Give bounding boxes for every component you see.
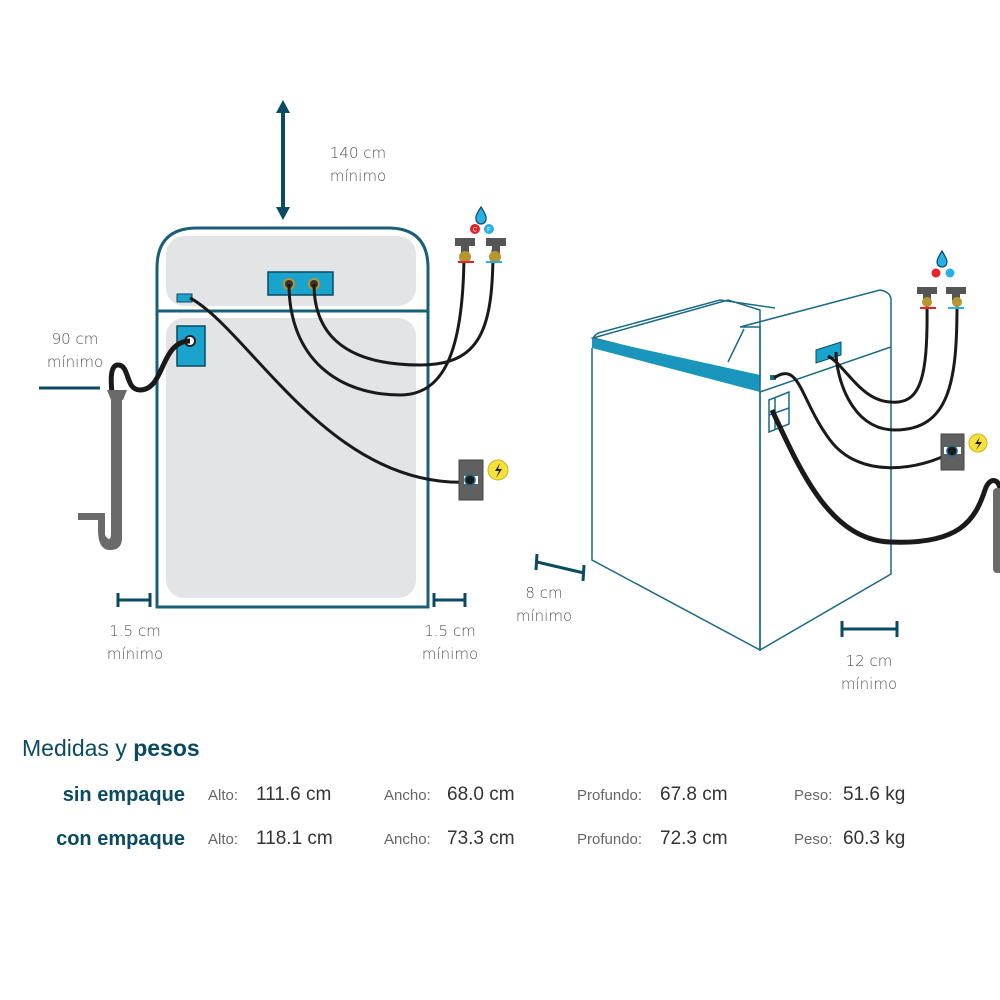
drain-hose <box>108 338 191 396</box>
back-left-value: 8 cm <box>525 584 563 602</box>
alto-key: Alto: <box>208 787 239 804</box>
water-inlet-connector-3d <box>815 341 842 364</box>
washer-front-face <box>591 348 761 652</box>
hot-water-hose-3d <box>827 304 929 404</box>
peso-value: 60.3 kg <box>843 828 906 849</box>
power-cord-exit <box>176 293 193 303</box>
back-left-clearance-marker <box>534 553 586 582</box>
drain-height-value: 90 cm <box>51 330 99 348</box>
alto-value: 111.6 cm <box>256 784 332 805</box>
power-cord-3d <box>773 372 953 470</box>
drain-standpipe <box>78 390 127 550</box>
ancho-key: Ancho: <box>384 831 431 848</box>
back-right-note: mínimo <box>840 675 898 693</box>
perspective-view <box>534 249 1000 652</box>
front-view: C F <box>39 100 509 609</box>
cold-water-hose-3d <box>834 304 959 432</box>
cold-letter: F <box>487 228 491 234</box>
top-clearance-value: 140 cm <box>329 144 387 162</box>
power-outlet <box>458 459 484 501</box>
back-left-note: mínimo <box>515 607 573 625</box>
top-clearance-arrow <box>276 100 290 220</box>
power-cord <box>189 296 471 484</box>
row-name: sin empaque <box>62 784 185 806</box>
peso-key: Peso: <box>794 831 833 848</box>
water-inlet-connector <box>267 271 334 296</box>
back-left-label: 8 cm mínimo <box>504 582 584 628</box>
title-bold: pesos <box>133 735 200 761</box>
ancho-value: 68.0 cm <box>447 784 515 805</box>
ancho-value: 73.3 cm <box>447 828 515 849</box>
title-light: Medidas y <box>22 735 127 761</box>
hot-faucet <box>455 238 475 263</box>
power-outlet-3d <box>940 433 965 471</box>
peso-value: 51.6 kg <box>843 784 906 805</box>
cold-indicator-3d <box>945 268 955 278</box>
right-side-value: 1.5 cm <box>424 622 476 640</box>
right-clearance-marker <box>432 593 467 607</box>
hot-letter: C <box>473 228 478 234</box>
alto-value: 118.1 cm <box>256 828 333 849</box>
accent-band <box>592 338 760 392</box>
back-right-label: 12 cm mínimo <box>829 650 909 696</box>
back-right-value: 12 cm <box>845 652 893 670</box>
drain-height-label: 90 cm mínimo <box>35 328 115 374</box>
row-name: con empaque <box>56 828 185 850</box>
cold-faucet-3d <box>946 287 966 309</box>
hot-faucet-3d <box>917 287 937 309</box>
left-clearance-marker <box>116 593 152 607</box>
cold-water-hose <box>312 249 495 367</box>
hot-water-hose <box>287 249 466 397</box>
control-panel <box>166 236 416 306</box>
installation-diagram: C F <box>39 100 1000 652</box>
hot-indicator <box>470 224 480 234</box>
washer-back-panel <box>727 289 892 393</box>
washer-lid <box>592 299 776 339</box>
table-row: con empaque Alto: 118.1 cm Ancho: 73.3 c… <box>0 826 1000 856</box>
water-drop-icon <box>475 205 487 225</box>
back-right-clearance-marker <box>840 621 899 637</box>
hot-indicator-3d <box>931 268 941 278</box>
top-clearance-note: mínimo <box>329 167 387 185</box>
profundo-key: Profundo: <box>577 831 643 848</box>
top-clearance-label: 140 cm mínimo <box>318 142 398 188</box>
drain-hose-3d <box>769 408 1000 545</box>
drain-height-note: mínimo <box>46 353 104 371</box>
ancho-key: Ancho: <box>384 787 431 804</box>
lightning-icon <box>487 459 509 481</box>
cold-faucet <box>486 238 506 263</box>
washer-side-face <box>759 347 892 652</box>
left-side-note: mínimo <box>106 645 164 663</box>
right-side-label: 1.5 cm mínimo <box>410 620 490 666</box>
drain-outlet <box>176 325 206 367</box>
left-side-label: 1.5 cm mínimo <box>95 620 175 666</box>
cold-indicator <box>484 224 494 234</box>
profundo-value: 72.3 cm <box>660 828 728 849</box>
left-side-value: 1.5 cm <box>109 622 161 640</box>
table-row: sin empaque Alto: 111.6 cm Ancho: 68.0 c… <box>0 782 1000 812</box>
measurements-title: Medidas y pesos <box>22 735 200 762</box>
drain-standpipe-3d <box>993 488 1000 573</box>
peso-key: Peso: <box>794 787 833 804</box>
profundo-key: Profundo: <box>577 787 643 804</box>
water-drop-icon-3d <box>936 249 948 268</box>
profundo-value: 67.8 cm <box>660 784 728 805</box>
lightning-icon-3d <box>968 433 988 453</box>
alto-key: Alto: <box>208 831 239 848</box>
right-side-note: mínimo <box>421 645 479 663</box>
